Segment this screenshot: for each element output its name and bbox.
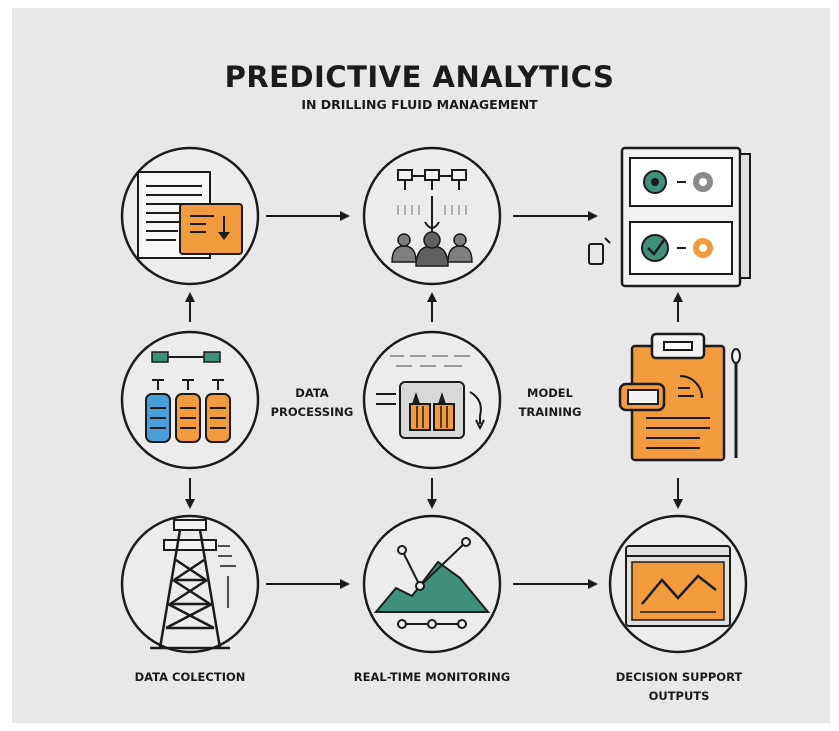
model-training-label-line2: TRAINING (518, 405, 582, 419)
arrows (185, 211, 683, 589)
document-download-icon (120, 146, 260, 286)
monitor-chart-icon (608, 514, 748, 654)
real-time-monitoring-label: REAL-TIME MONITORING (353, 670, 511, 684)
decision-support-label: DECISION SUPPORT OUTPUTS (594, 668, 764, 706)
data-storage-icon (120, 330, 260, 470)
data-processing-label: DATA PROCESSING (262, 384, 362, 422)
model-training-label-line1: MODEL (527, 386, 573, 400)
diagram-title: PREDICTIVE ANALYTICS (224, 60, 615, 94)
decision-support-label-line1: DECISION SUPPORT (615, 670, 743, 684)
data-processing-label-line1: DATA (295, 386, 329, 400)
decision-support-label-line2: OUTPUTS (648, 689, 710, 703)
model-training-label: MODEL TRAINING (508, 384, 592, 422)
data-collection-label: DATA COLECTION (134, 670, 246, 684)
lab-processing-icon (362, 330, 502, 470)
mountain-chart-icon (362, 514, 502, 654)
equipment-network-icon (362, 146, 502, 286)
data-processing-label-line2: PROCESSING (270, 405, 354, 419)
clipboard-report-icon (618, 332, 741, 462)
dashboard-gears-icon (588, 146, 751, 288)
drilling-rig-icon (120, 514, 260, 654)
diagram-subtitle: IN DRILLING FLUID MANAGEMENT (301, 97, 538, 112)
